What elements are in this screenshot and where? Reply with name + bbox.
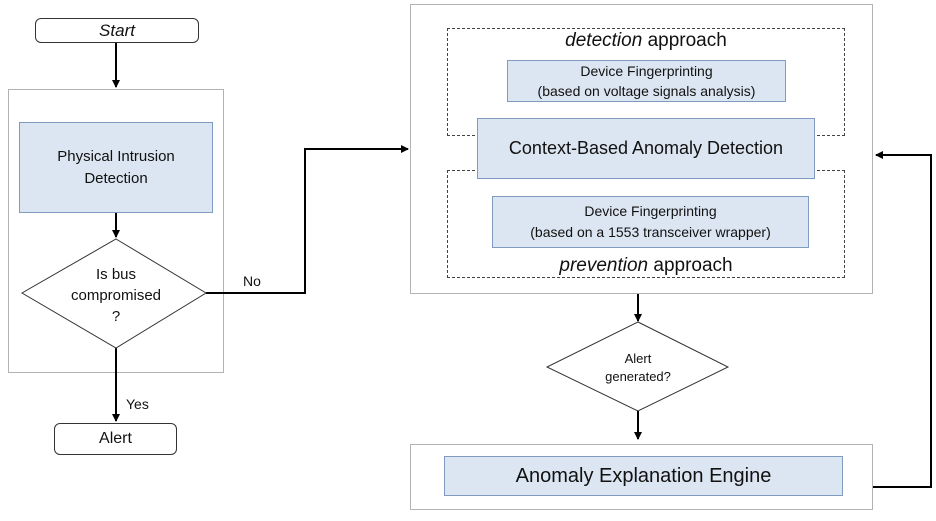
fingerprint-transceiver-label: Device Fingerprinting (based on a 1553 t… (530, 203, 771, 240)
context-anomaly-label: Context-Based Anomaly Detection (508, 138, 784, 158)
alert-label: Alert (99, 430, 132, 447)
explanation-engine-label: Anomaly Explanation Engine (515, 464, 772, 487)
no-label: No (243, 273, 261, 289)
alert-terminal: Alert (54, 423, 177, 455)
prevention-approach-word: approach (648, 255, 733, 276)
start-terminal: Start (35, 18, 199, 43)
detection-approach-word: approach (642, 30, 727, 51)
yes-label: Yes (126, 396, 149, 412)
arrow-engine-feedback (873, 151, 932, 488)
physical-intrusion-box: Physical Intrusion Detection (19, 122, 213, 213)
fingerprint-voltage-label: Device Fingerprinting (based on voltage … (537, 63, 756, 99)
decision-diamond-bus (21, 238, 207, 349)
alert-decision-label: Alert generated? (605, 351, 671, 384)
detection-word: detection (565, 30, 643, 51)
bus-decision-label: Is bus compromised ? (70, 265, 162, 325)
fingerprint-transceiver-box: Device Fingerprinting (based on a 1553 t… (492, 196, 809, 248)
prevention-word: prevention (559, 255, 649, 276)
bus-decision-text: Is bus compromised ? (56, 264, 176, 326)
decision-diamond-alert (545, 321, 730, 412)
alert-decision-text: Alert generated? (588, 348, 688, 388)
detection-approach-title: detection approach (447, 29, 845, 53)
fingerprint-voltage-box: Device Fingerprinting (based on voltage … (507, 60, 786, 102)
start-label: Start (99, 20, 135, 40)
explanation-engine-box: Anomaly Explanation Engine (444, 456, 843, 496)
prevention-approach-title: prevention approach (447, 254, 845, 278)
physical-intrusion-label: Physical Intrusion Detection (57, 147, 175, 187)
context-anomaly-box: Context-Based Anomaly Detection (477, 118, 815, 179)
arrow-no-to-approach (206, 145, 409, 294)
